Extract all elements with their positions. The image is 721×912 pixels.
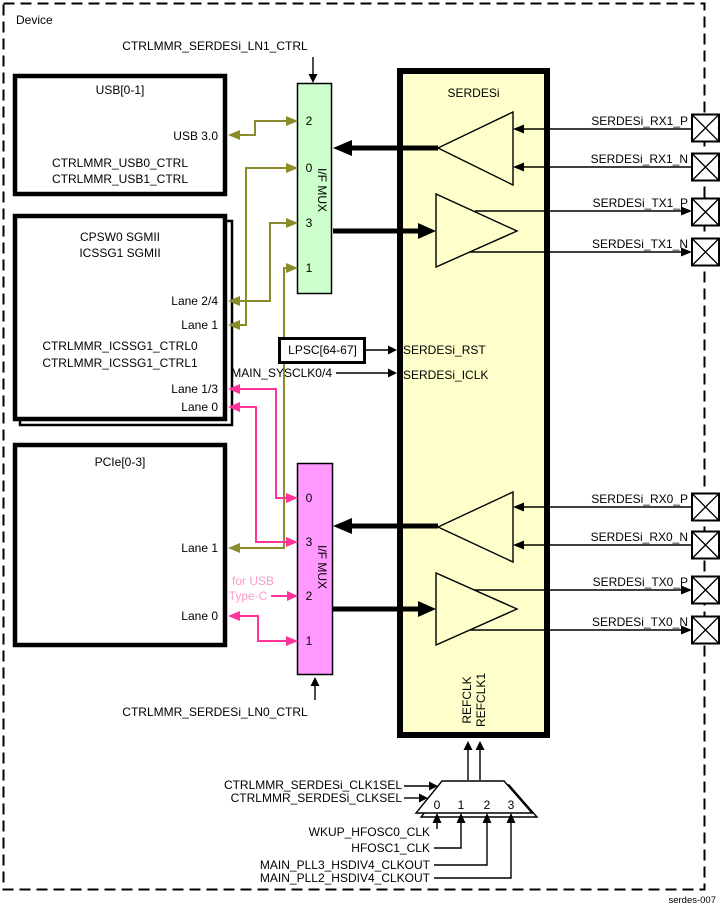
pad-rx1n [691,152,720,182]
clock-input-1-label: HFOSC1_CLK [351,841,430,855]
signal-tx0p-label: SERDESi_TX0_P [592,575,688,589]
serdes-box [397,68,550,738]
line-clkin3 [434,822,512,879]
signal-rx0p-label: SERDESi_RX0_P [591,492,688,506]
clock-input-2-label: MAIN_PLL3_HSDIV4_CLKOUT [259,858,430,872]
serdes-iclk-label: SERDESi_ICLK [403,368,489,382]
clk1sel-label: CTRLMMR_SERDESi_CLK1SEL [223,778,402,792]
clockmux-port-1: 1 [457,798,465,812]
pad-tx0n [691,615,720,645]
control-lines [312,57,481,780]
cpsw-lane13-label: Lane 1/3 [171,382,218,396]
cpsw-reg1-label: CTRLMMR_ICSSG1_CTRL1 [42,356,198,370]
pcie-box [12,442,228,648]
figure-id: serdes-007 [668,895,716,906]
cpsw-title0: CPSW0 SGMII [79,230,160,244]
mux1-port-1: 1 [305,261,313,275]
rx0-buffer [436,490,514,564]
pad-tx1p [691,197,720,227]
mux1-label: I/F MUX [315,168,329,212]
pad-rx0n [691,530,720,560]
lpsc-label: LPSC[64-67] [288,343,357,357]
pcie-lane0-label: Lane 0 [181,609,218,623]
signal-tx1n-label: SERDESi_TX1_N [591,237,688,251]
cpsw-lane24-label: Lane 2/4 [171,294,218,308]
signal-rx1n-label: SERDESi_RX1_N [590,152,688,166]
mux0-port-2: 2 [305,589,313,603]
sysclk-label: MAIN_SYSCLK0/4 [231,366,332,380]
if-mux-lane0 [296,462,334,676]
wire-lane1-to-mux1-port0 [238,167,291,326]
pad-tx1n [691,237,720,267]
pcie-title: PCIe[0-3] [94,455,146,469]
wire-lane24-to-mux1-port3 [238,222,291,302]
pad-signal-lines [470,128,691,631]
mux0-port-3: 3 [305,535,313,549]
clockmux-port-0: 0 [433,798,441,812]
mux1-port-0: 0 [305,161,313,175]
mux1-port-3: 3 [305,216,313,230]
black-arrowheads [308,74,692,823]
olive-arrowheads [228,116,298,553]
olive-lane-wires [238,120,291,549]
serdes-buffers [435,110,519,647]
usb-title: USB[0-1] [95,83,145,97]
cpsw-reg0-label: CTRLMMR_ICSSG1_CTRL0 [42,339,198,353]
pad-rx0p [691,492,720,522]
line-clkin2 [434,822,488,866]
typec-note-line1: for USB [231,574,274,588]
wire-usb3-to-mux1-port2 [238,120,291,136]
clockmux-port-2: 2 [483,798,491,812]
if-mux-lane1 [296,82,333,295]
mux1-port-2: 2 [305,114,313,128]
clockmux-port-3: 3 [507,798,515,812]
serdes-rst-label: SERDESi_RST [403,343,486,357]
serdes-title: SERDESi [447,86,500,100]
device-boundary [2,2,706,891]
clock-input-0-label: WKUP_HFOSC0_CLK [308,825,430,839]
signal-rx1p-label: SERDESi_RX1_P [591,114,688,128]
clock-wires [404,785,512,879]
serdes-refclk1-label: REFCLK1 [474,672,488,728]
clock-mux [414,780,534,814]
cpsw-box [12,213,228,422]
ln0-ctrl-register-label: CTRLMMR_SERDESi_LN0_CTRL [122,705,308,719]
wire-lane13-to-mux0-port0 [238,388,291,499]
cpsw-lane0-label: Lane 0 [181,400,218,414]
device-label: Device [16,13,53,27]
pad-rx1p [691,113,720,143]
usb-box [12,73,228,197]
wire-lane0-to-mux0-port3 [238,406,291,543]
mux0-port-1: 1 [305,634,313,648]
clksel-label: CTRLMMR_SERDESi_CLKSEL [230,791,402,805]
signal-tx1p-label: SERDESi_TX1_P [592,196,688,210]
signal-tx0n-label: SERDESi_TX0_N [591,615,688,629]
mux0-label: I/F MUX [315,545,329,589]
mux0-port-0: 0 [305,491,313,505]
pcie-lane1-label: Lane 1 [181,541,218,555]
line-clkin1 [434,822,462,849]
wire-pcielane0-to-mux0-port1 [238,615,291,642]
serial-buses [333,145,438,612]
cpsw-lane1-label: Lane 1 [181,318,218,332]
signal-rx0n-label: SERDESi_RX0_N [590,530,688,544]
pad-tx0p [691,575,720,605]
usb-port-label: USB 3.0 [173,129,218,143]
clock-input-3-label: MAIN_PLL2_HSDIV4_CLKOUT [259,871,430,885]
usb-reg0-label: CTRLMMR_USB0_CTRL [51,156,189,170]
ln1-ctrl-register-label: CTRLMMR_SERDESi_LN1_CTRL [122,39,308,53]
serdes-refclk-label: REFCLK [460,676,474,724]
usb-reg1-label: CTRLMMR_USB1_CTRL [51,172,189,186]
lpsc-box [278,337,366,364]
cpsw-title1: ICSSG1 SGMII [79,246,161,260]
pink-arrowheads [228,384,298,646]
typec-note-line2: Type-C [228,589,268,603]
rx1-buffer [436,110,514,187]
tx1-buffer [435,192,519,269]
